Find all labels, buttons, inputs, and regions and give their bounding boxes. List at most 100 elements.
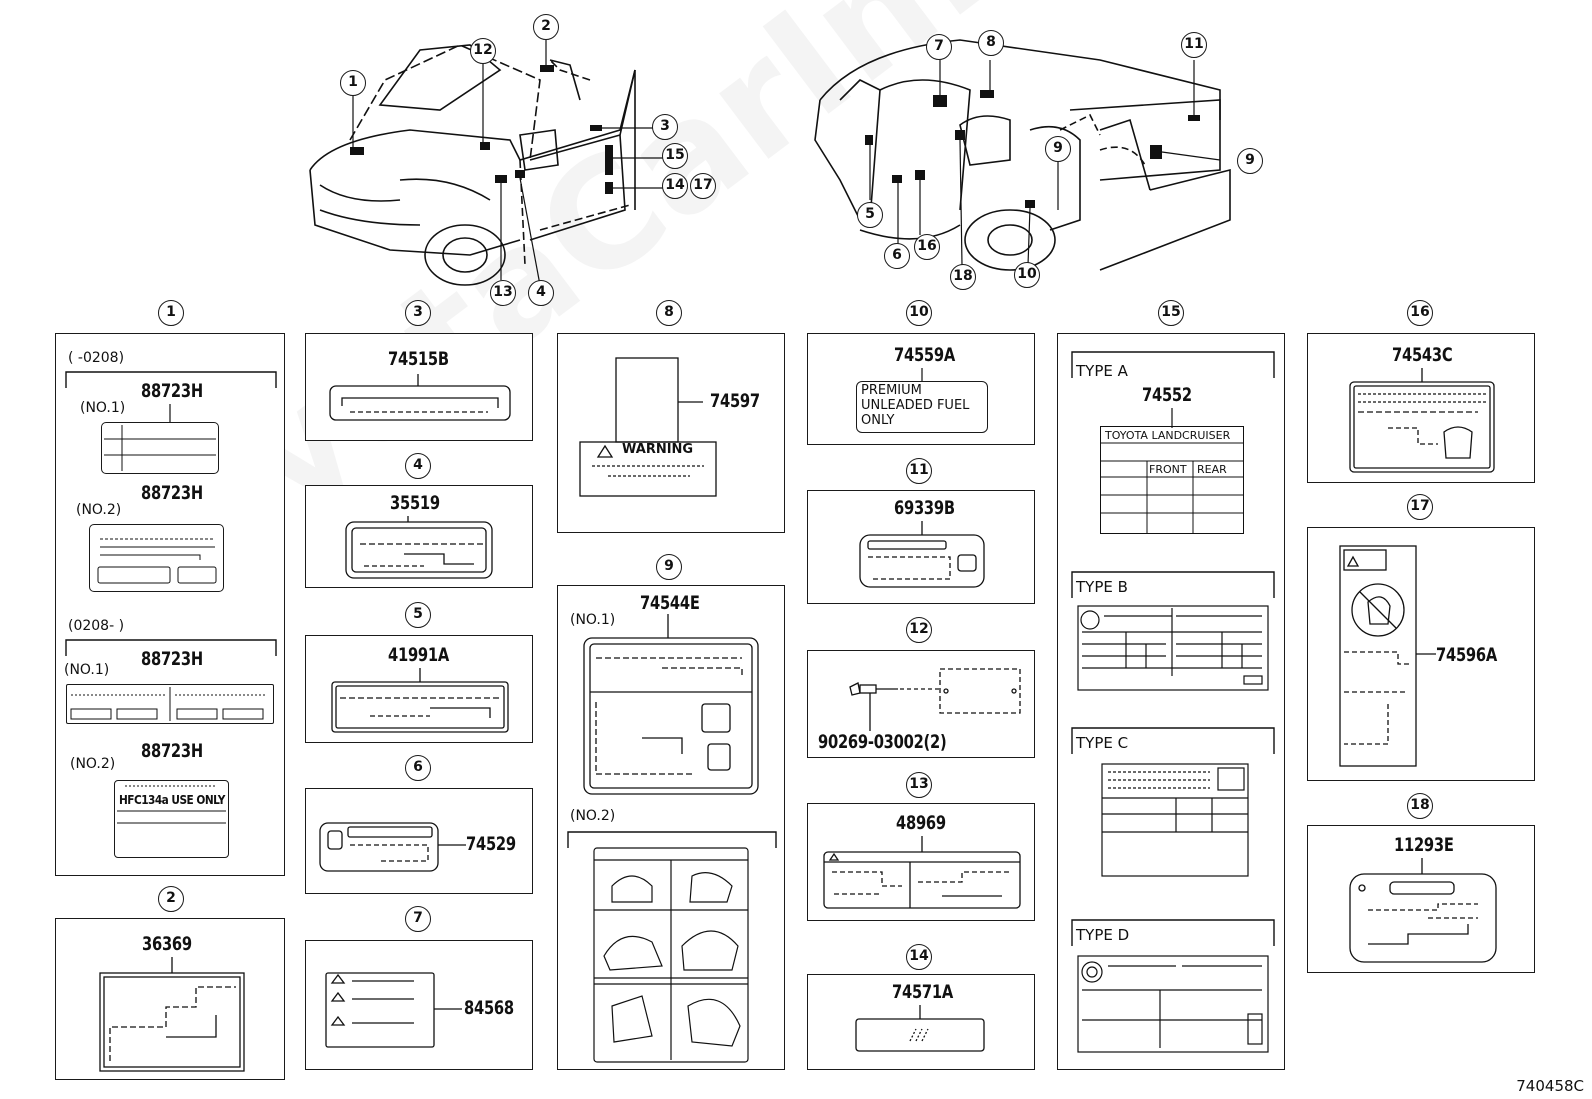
panel-13: 48969 xyxy=(807,803,1035,921)
callout-15: 15 xyxy=(662,143,688,169)
label-hfc134a: HFC134a USE ONLY xyxy=(114,780,229,858)
panel-8-warning: WARNING xyxy=(622,442,694,457)
type-d-bracket xyxy=(1071,919,1275,946)
type-c-label: TYPE C xyxy=(1076,734,1129,752)
type-d-label: TYPE D xyxy=(1076,926,1130,944)
panel-15: TYPE A 74552 TOYOTA LANDCRUISER FRONT RE… xyxy=(1057,333,1285,1070)
label-88723h-no1-b xyxy=(66,684,274,724)
panel-8: 74597 WARNING xyxy=(557,333,785,533)
panel-11-number: 11 xyxy=(906,458,932,484)
panel-4: 35519 xyxy=(305,485,533,588)
callout-7: 7 xyxy=(926,34,952,60)
label-premium-fuel: PREMIUM UNLEADED FUEL ONLY xyxy=(856,381,988,433)
panel-14-part: 74571A xyxy=(892,981,953,1003)
panel-2: 36369 xyxy=(55,918,285,1080)
panel-7: 84568 xyxy=(305,940,533,1070)
panel-17-label xyxy=(1339,545,1436,767)
callout-4: 4 xyxy=(528,280,554,306)
panel-8-label xyxy=(579,357,717,497)
panel-9-label-no1 xyxy=(583,614,759,795)
panel-10-number: 10 xyxy=(906,300,932,326)
type-c-label-drawing xyxy=(1101,763,1249,877)
panel-12-drawing xyxy=(849,668,1021,731)
type-b-label: TYPE B xyxy=(1076,578,1128,596)
panel-9-label-no2 xyxy=(593,847,749,1063)
diagram-id: 740458C xyxy=(1516,1077,1584,1095)
panel-6-label xyxy=(319,822,466,872)
callout-5: 5 xyxy=(857,202,883,228)
panel-5-part: 41991A xyxy=(388,644,449,666)
callout-2: 2 xyxy=(533,14,559,40)
type-a-table: TOYOTA LANDCRUISER FRONT REAR xyxy=(1100,426,1244,534)
vehicle-interior-view xyxy=(814,39,1231,271)
panel-1-d-no: (NO.2) xyxy=(70,756,116,772)
type-a-leader xyxy=(1171,408,1173,428)
panel-14-label xyxy=(855,1005,985,1052)
panel-3-number: 3 xyxy=(405,300,431,326)
panel-9-no1: (NO.1) xyxy=(570,612,616,628)
panel-1-number: 1 xyxy=(158,300,184,326)
callout-17: 17 xyxy=(690,173,716,199)
col-front: FRONT xyxy=(1149,463,1187,476)
panel-7-part: 84568 xyxy=(464,997,514,1019)
panel-1-b-part: 88723H xyxy=(141,482,203,504)
panel-11-part: 69339B xyxy=(894,497,955,519)
fuel-line-2: UNLEADED FUEL xyxy=(861,398,970,413)
vehicle-front-view xyxy=(309,40,663,286)
panel-3-part: 74515B xyxy=(388,348,449,370)
panel-11-label xyxy=(859,521,985,588)
callout-18: 18 xyxy=(950,264,976,290)
panel-5-label xyxy=(331,668,509,733)
panel-17: 74596A xyxy=(1307,527,1535,781)
panel-4-part: 35519 xyxy=(390,492,440,514)
label-88723h-no2 xyxy=(89,524,224,592)
callout-9a: 9 xyxy=(1045,136,1071,162)
panel-15-number: 15 xyxy=(1158,300,1184,326)
panel-8-part: 74597 xyxy=(710,390,760,412)
callout-12: 12 xyxy=(470,38,496,64)
panel-1-a-leader xyxy=(169,404,171,424)
panel-5-number: 5 xyxy=(405,602,431,628)
callout-13: 13 xyxy=(490,280,516,306)
panel-12-number: 12 xyxy=(906,617,932,643)
panel-9-number: 9 xyxy=(656,554,682,580)
panel-1-c-part: 88723H xyxy=(141,648,203,670)
panel-13-part: 48969 xyxy=(896,812,946,834)
callout-1: 1 xyxy=(340,70,366,96)
table-title: TOYOTA LANDCRUISER xyxy=(1105,429,1231,442)
panel-4-label xyxy=(345,516,493,579)
range-1-bracket xyxy=(65,371,277,388)
type-a-bracket xyxy=(1071,351,1275,378)
type-a-label: TYPE A xyxy=(1076,362,1128,380)
panel-14: 74571A xyxy=(807,974,1035,1070)
panel-9-part: 74544E xyxy=(640,592,700,614)
callout-8: 8 xyxy=(978,30,1004,56)
callout-10a: 10 xyxy=(1014,262,1040,288)
panel-1: ( -0208) 88723H (NO.1) 88723H (NO.2) (02… xyxy=(55,333,285,876)
callout-6: 6 xyxy=(884,243,910,269)
fuel-line-3: ONLY xyxy=(861,413,895,428)
panel-10: 74559A PREMIUM UNLEADED FUEL ONLY xyxy=(807,333,1035,445)
panel-13-label xyxy=(823,836,1021,909)
callout-9b: 9 xyxy=(1237,148,1263,174)
panel-9: 74544E (NO.1) (NO.2) xyxy=(557,585,785,1070)
panel-16-number: 16 xyxy=(1407,300,1433,326)
panel-5: 41991A xyxy=(305,635,533,743)
panel-18-number: 18 xyxy=(1407,793,1433,819)
panel-1-c-no: (NO.1) xyxy=(64,662,110,678)
panel-1-range-2: (0208- ) xyxy=(68,618,125,634)
panel-14-number: 14 xyxy=(906,944,932,970)
panel-1-a-part: 88723H xyxy=(141,380,203,402)
panel-6: 74529 xyxy=(305,788,533,894)
label-88723h-no1 xyxy=(101,422,219,474)
panel-10-part: 74559A xyxy=(894,344,955,366)
panel-2-part: 36369 xyxy=(142,933,192,955)
fuel-line-1: PREMIUM xyxy=(861,383,922,398)
panel-8-number: 8 xyxy=(656,300,682,326)
panel-18: 11293E xyxy=(1307,825,1535,973)
panel-1-a-no: (NO.1) xyxy=(80,400,126,416)
panel-2-label xyxy=(99,957,245,1072)
panel-1-range-1: ( -0208) xyxy=(68,350,125,366)
type-a-part: 74552 xyxy=(1142,384,1192,406)
panel-12-part: 90269-03002(2) xyxy=(818,731,947,753)
